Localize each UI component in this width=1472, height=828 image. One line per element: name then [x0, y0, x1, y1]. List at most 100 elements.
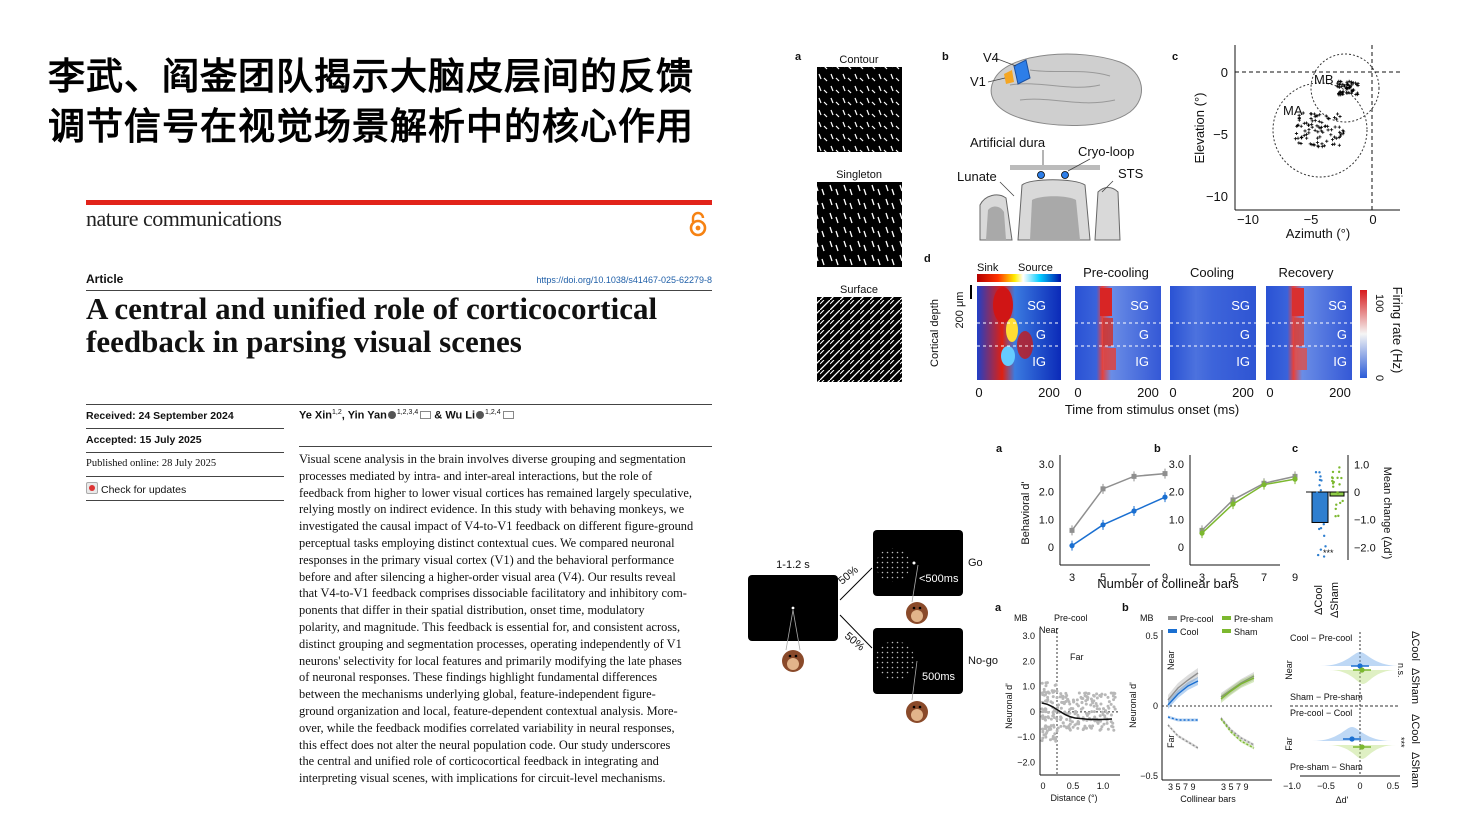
cool-data-point: [1322, 555, 1326, 558]
go-probability: 50%: [836, 564, 861, 587]
rf-center-mark: [1315, 140, 1320, 144]
y-tick: 1.0: [1169, 514, 1184, 526]
neuron-point: [1046, 698, 1050, 702]
cool-data-point: [1322, 534, 1326, 538]
rf-center-mark: [1324, 114, 1328, 118]
go-rt-label: <500ms: [919, 573, 959, 585]
neuron-point: [1107, 700, 1111, 704]
cool-data-point: [1319, 526, 1323, 530]
neuron-point: [1105, 711, 1109, 715]
abstract-line: the central and unified role of corticoc…: [299, 754, 659, 769]
neuron-point: [1106, 704, 1110, 708]
cool-data-point: [1319, 475, 1322, 478]
trial-arrow: [839, 614, 873, 649]
legend-sham: Sham: [1234, 627, 1258, 637]
artificial-dura-label: Artificial dura: [970, 135, 1046, 150]
neuron-point: [1086, 692, 1090, 696]
neuron-point: [1109, 702, 1113, 706]
rf-center-mark: [1326, 128, 1330, 132]
author-name[interactable]: Wu Li: [445, 409, 476, 422]
fig1-panel-c-label: c: [1172, 51, 1178, 63]
neuron-point: [1051, 734, 1055, 738]
contrast-label: Sham − Pre-sham: [1290, 692, 1363, 702]
author-name[interactable]: Yin Yan: [347, 409, 387, 422]
y-tick: 2.0: [1022, 656, 1035, 666]
rf-center-mark: [1307, 128, 1311, 132]
gaze-line: [785, 609, 794, 651]
cool-data-point: [1317, 527, 1321, 531]
abstract-line: of neuronal responses. These findings hi…: [299, 670, 658, 685]
article-type: Article: [86, 272, 124, 286]
cool-data-point: [1319, 548, 1323, 551]
x-tick: 9: [1162, 572, 1168, 584]
doi-link[interactable]: https://doi.org/10.1038/s41467-025-62279…: [536, 275, 712, 285]
legend-presham: Pre-sham: [1234, 614, 1273, 624]
orcid-icon[interactable]: [476, 410, 485, 419]
check-updates-button[interactable]: Check for updates: [86, 482, 284, 496]
rf-center-mark: [1313, 128, 1317, 132]
mean-change-ylabel: Mean change (Δd'): [1381, 467, 1393, 560]
neuron-point: [1087, 711, 1091, 715]
x-tick: 200: [1038, 385, 1060, 400]
y-tick: −0.5: [1140, 771, 1158, 781]
mail-icon[interactable]: [502, 410, 514, 419]
abstract-line: ground organization and local, feature-d…: [299, 703, 678, 718]
distance-xlabel: Distance (°): [1050, 793, 1097, 803]
neuron-point: [1055, 717, 1059, 721]
journal-name: nature communications: [86, 206, 282, 231]
neuronal-ylabel: Neuronal d': [1128, 682, 1138, 728]
rf-center-mark: [1337, 93, 1341, 97]
neuron-point: [1071, 698, 1075, 702]
y-tick: 0: [1048, 542, 1054, 554]
far-label: Far: [1070, 652, 1084, 662]
x-tick: 200: [1137, 385, 1159, 400]
lunate-label: Lunate: [957, 169, 997, 184]
neuron-point: [1099, 727, 1103, 731]
neuron-point: [1057, 703, 1061, 707]
rf-center-mark: [1320, 142, 1324, 146]
neuron-point: [1100, 692, 1104, 696]
neuron-point: [1093, 715, 1097, 719]
orcid-icon[interactable]: [387, 410, 396, 419]
rf-center-mark: [1303, 129, 1307, 133]
nogo-duration-label: 500ms: [922, 671, 956, 683]
recovery-title: Recovery: [1279, 265, 1334, 280]
y-tick: −2.0: [1354, 542, 1376, 554]
rf-center-mark: [1318, 135, 1322, 139]
neuron-point: [1052, 715, 1056, 719]
neuron-point: [1054, 683, 1058, 687]
paper-title-line-2: feedback in parsing visual scenes: [86, 324, 522, 359]
neuron-point: [1059, 724, 1063, 728]
abstract-line: investigated the causal impact of V4-to-…: [299, 519, 694, 534]
mb-label: MB: [1014, 613, 1028, 623]
author-name[interactable]: Ye Xin: [299, 409, 333, 422]
cool-data-point: [1314, 471, 1318, 474]
precool-point: [1162, 471, 1168, 477]
neuron-point: [1051, 710, 1055, 714]
mail-icon[interactable]: [420, 410, 432, 419]
leader-line: [994, 57, 1017, 67]
rf-center-mark: [1355, 83, 1359, 87]
author-separator: &: [431, 409, 446, 422]
precool-point: [1131, 473, 1137, 479]
neuron-point: [1085, 712, 1089, 716]
rf-center-mark: [1301, 111, 1305, 115]
neuron-point: [1040, 715, 1044, 719]
neuron-point: [1065, 718, 1069, 722]
ma-rf-circle: [1272, 82, 1368, 178]
neuron-point: [1065, 726, 1069, 730]
y-tick: 0: [1030, 707, 1035, 717]
neuron-point: [1077, 691, 1081, 695]
neuron-point: [1053, 732, 1057, 736]
rf-center-mark: [1318, 126, 1322, 130]
precool-near-line: [1167, 672, 1199, 701]
neuron-point: [1044, 732, 1048, 736]
x-tick: 3 5 7 9: [1168, 782, 1196, 792]
accepted-date: Accepted: 15 July 2025: [86, 434, 202, 446]
rf-center-mark: [1299, 141, 1303, 146]
neuron-point: [1084, 691, 1088, 695]
neuron-point: [1071, 725, 1075, 729]
mean-marker: [1349, 736, 1355, 742]
